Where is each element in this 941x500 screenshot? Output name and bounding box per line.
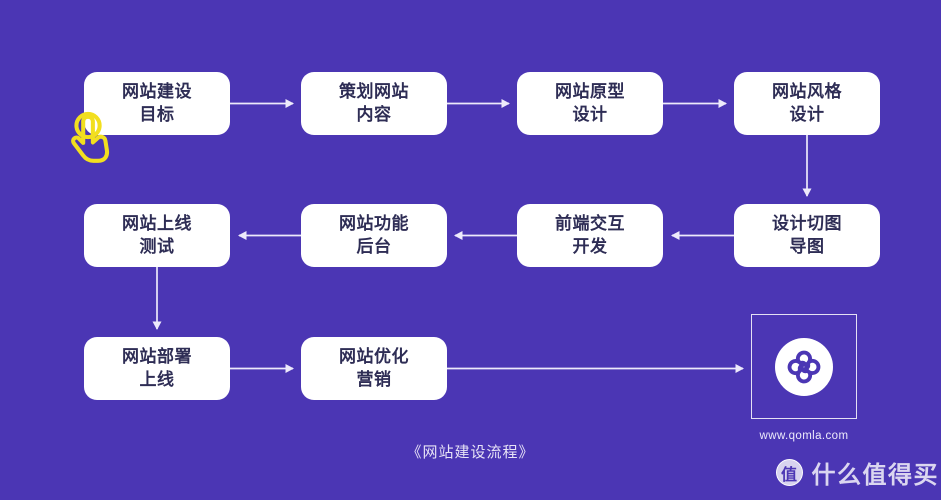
flow-node-style-design: 网站风格 设计 (734, 72, 880, 135)
tap-hand-cursor-icon (71, 111, 110, 163)
diagram-title: 《网站建设流程》 (406, 444, 535, 461)
flow-node-label: 前端交互 开发 (555, 214, 625, 256)
flow-node-design-slicing: 设计切图 导图 (734, 204, 880, 267)
flow-node-label: 网站功能 后台 (339, 214, 409, 256)
flow-node-launch-testing: 网站上线 测试 (84, 204, 230, 267)
flow-node-label: 设计切图 导图 (772, 214, 842, 256)
flow-node-backend-functions: 网站功能 后台 (301, 204, 447, 267)
flow-node-label: 网站原型 设计 (555, 82, 625, 124)
flow-node-plan-content: 策划网站 内容 (301, 72, 447, 135)
flow-node-label: 网站优化 营销 (339, 347, 409, 389)
logo-box (751, 314, 857, 419)
flow-node-deploy-online: 网站部署 上线 (84, 337, 230, 400)
flow-node-label: 策划网站 内容 (339, 82, 409, 124)
flow-node-label: 网站上线 测试 (122, 214, 192, 256)
smzdm-watermark-text: 什么值得买 (811, 462, 939, 489)
smzdm-badge-icon: 值 (775, 459, 803, 486)
flow-node-website-goal: 网站建设 目标 (84, 72, 230, 135)
qomla-clover-logo-icon (775, 337, 833, 396)
flow-node-label: 网站风格 设计 (772, 82, 842, 124)
flow-node-frontend-dev: 前端交互 开发 (517, 204, 663, 267)
flow-node-prototype-design: 网站原型 设计 (517, 72, 663, 135)
smzdm-watermark: 值 什么值得买 (775, 455, 940, 490)
flow-node-label: 网站建设 目标 (122, 82, 192, 124)
flow-node-label: 网站部署 上线 (122, 347, 192, 389)
flow-node-seo-marketing: 网站优化 营销 (301, 337, 447, 400)
logo-site-url: www.qomla.com (759, 430, 849, 442)
